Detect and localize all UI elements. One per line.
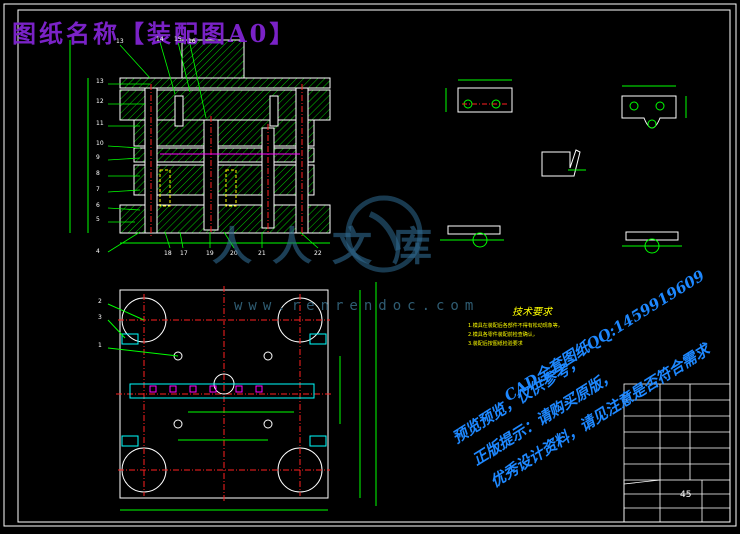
part-label: 1 bbox=[98, 342, 102, 349]
part-label: 19 bbox=[206, 250, 214, 257]
part-label: 13 bbox=[116, 38, 124, 45]
notes-title: 技术要求 bbox=[512, 307, 552, 318]
drawing-frame-inner bbox=[17, 9, 731, 523]
part-label: 3 bbox=[98, 314, 102, 321]
part-label: 13 bbox=[96, 78, 104, 85]
watermark-brand: 人人文库 bbox=[212, 223, 452, 270]
part-detail-sketches bbox=[440, 79, 687, 254]
part-label: 4 bbox=[96, 248, 100, 255]
part-label: 10 bbox=[96, 140, 104, 147]
plan-view bbox=[107, 282, 377, 511]
note-line: 3.装配后按图纸检验要求 bbox=[468, 341, 523, 347]
watermark-site: www.renrendoc.com bbox=[234, 298, 480, 314]
drawing-title: 图纸名称【装配图A0】 bbox=[12, 19, 297, 48]
part-label: 15 bbox=[174, 36, 182, 43]
drawing-frame-outer bbox=[3, 3, 737, 527]
part-label: 7 bbox=[96, 186, 100, 193]
part-label: 6 bbox=[96, 202, 100, 209]
part-label: 11 bbox=[96, 120, 104, 127]
note-line: 1.模具在装配后各部件不得有松动现象等， bbox=[468, 323, 563, 329]
part-label: 8 bbox=[96, 170, 100, 177]
section-view bbox=[69, 39, 331, 253]
part-label: 14 bbox=[156, 36, 164, 43]
part-label: 5 bbox=[96, 216, 100, 223]
part-label: 16 bbox=[188, 38, 196, 45]
title-block-material: 45 bbox=[680, 490, 692, 500]
note-line: 2.模具各零件装配前检查确认， bbox=[468, 332, 538, 338]
part-label: 20 bbox=[230, 250, 238, 257]
watermark-emblem bbox=[345, 195, 423, 273]
part-label: 21 bbox=[258, 250, 266, 257]
part-label: 18 bbox=[164, 250, 172, 257]
part-label: 9 bbox=[96, 154, 100, 161]
part-label: 12 bbox=[96, 98, 104, 105]
title-block bbox=[623, 383, 731, 523]
part-label: 22 bbox=[314, 250, 322, 257]
part-label: 17 bbox=[180, 250, 188, 257]
part-label: 2 bbox=[98, 298, 102, 305]
